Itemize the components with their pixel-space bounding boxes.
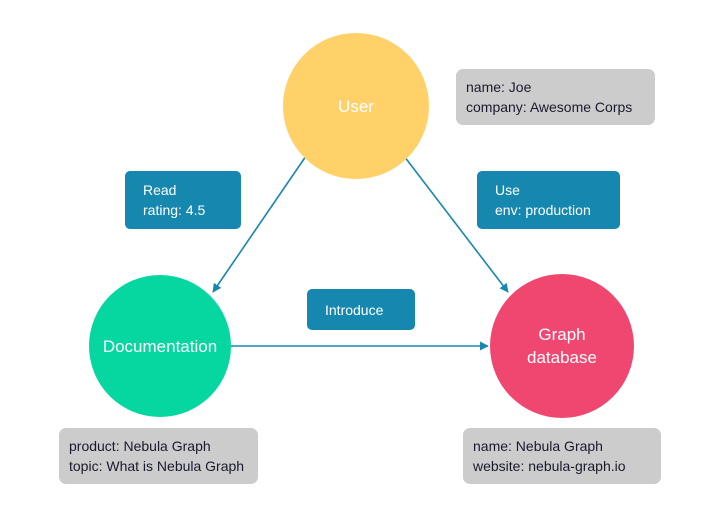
edge-user-to-documentation (212, 155, 307, 293)
properties-graph-database-line1: name: Nebula Graph (473, 438, 603, 454)
node-graph-database-label-line1: Graph (538, 325, 585, 344)
node-graph-database-circle (490, 274, 634, 418)
edge-user-to-graph-database (403, 155, 509, 293)
edge-label-read-prop: rating: 4.5 (143, 202, 206, 218)
edge-label-read-name: Read (143, 182, 177, 198)
edge-label-use-name: Use (495, 182, 520, 198)
properties-user: name: Joe company: Awesome Corps (456, 69, 655, 125)
properties-documentation: product: Nebula Graph topic: What is Neb… (59, 428, 258, 484)
properties-graph-database-line2: website: nebula-graph.io (473, 458, 626, 474)
node-graph-database-label-line2: database (527, 348, 597, 367)
node-documentation-label: Documentation (103, 337, 217, 356)
edge-label-use-prop: env: production (495, 202, 591, 218)
edge-label-introduce: Introduce (307, 289, 415, 330)
node-user-label: User (338, 97, 374, 116)
node-user[interactable]: User (283, 33, 429, 179)
node-user-circle (283, 33, 429, 179)
edge-label-introduce-name: Introduce (325, 302, 384, 318)
properties-graph-database: name: Nebula Graph website: nebula-graph… (463, 428, 661, 484)
properties-user-line1: name: Joe (466, 79, 532, 95)
node-documentation[interactable]: Documentation (89, 275, 231, 417)
properties-documentation-line1: product: Nebula Graph (69, 438, 211, 454)
edge-label-read: Read rating: 4.5 (125, 171, 241, 229)
properties-documentation-line2: topic: What is Nebula Graph (69, 458, 245, 474)
node-documentation-circle (89, 275, 231, 417)
node-graph-database[interactable]: Graph database (490, 274, 634, 418)
properties-user-line2: company: Awesome Corps (466, 99, 633, 115)
edge-label-use: Use env: production (477, 171, 620, 229)
